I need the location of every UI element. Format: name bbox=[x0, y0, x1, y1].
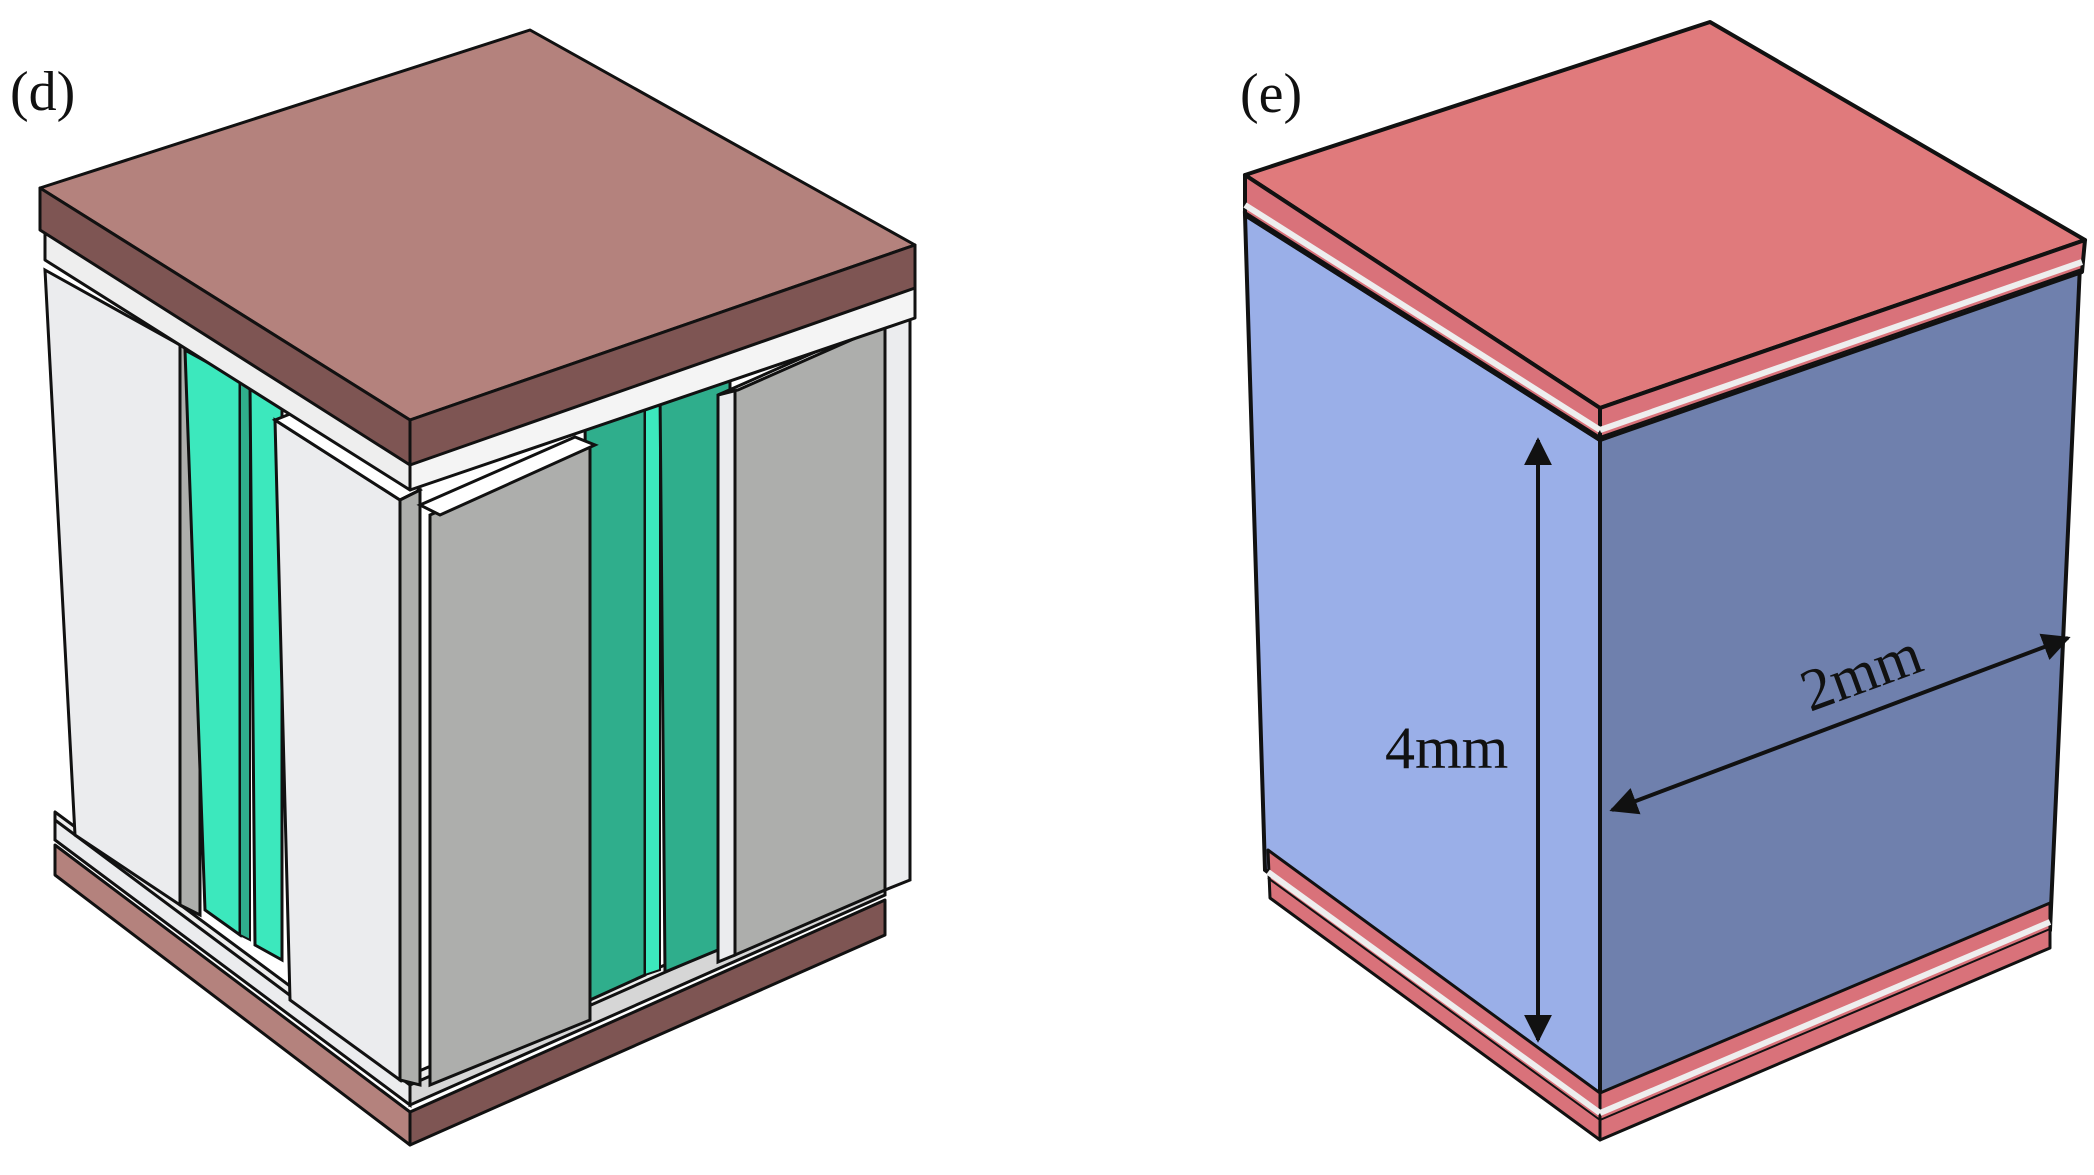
middle-light-plate bbox=[273, 417, 402, 1083]
right-outer-plate bbox=[733, 322, 887, 958]
middle-gray-plate-top bbox=[416, 435, 599, 517]
middle-light-plate-edge bbox=[398, 487, 422, 1087]
green-leg-3-edge bbox=[644, 388, 661, 977]
panel-e: (e) 4mm 2mm bbox=[1240, 20, 2087, 1142]
top-copper-plate bbox=[38, 28, 917, 467]
green-leg-1-edge bbox=[239, 378, 251, 942]
bottom-red-band bbox=[1266, 848, 2052, 1142]
top-red-slab bbox=[1243, 20, 2087, 442]
green-leg-3 bbox=[583, 392, 647, 1003]
panel-e-label: (e) bbox=[1240, 63, 1302, 125]
width-dimension-arrow bbox=[1609, 633, 2071, 815]
right-outer-plate-front bbox=[716, 385, 737, 965]
middle-gray-plate bbox=[428, 442, 592, 1088]
right-frame-post bbox=[883, 312, 912, 893]
panel-d: (d) bbox=[10, 28, 917, 1147]
height-dimension-label: 4mm bbox=[1385, 715, 1508, 781]
left-outer-plate bbox=[43, 267, 182, 908]
panel-d-label: (d) bbox=[10, 61, 75, 123]
